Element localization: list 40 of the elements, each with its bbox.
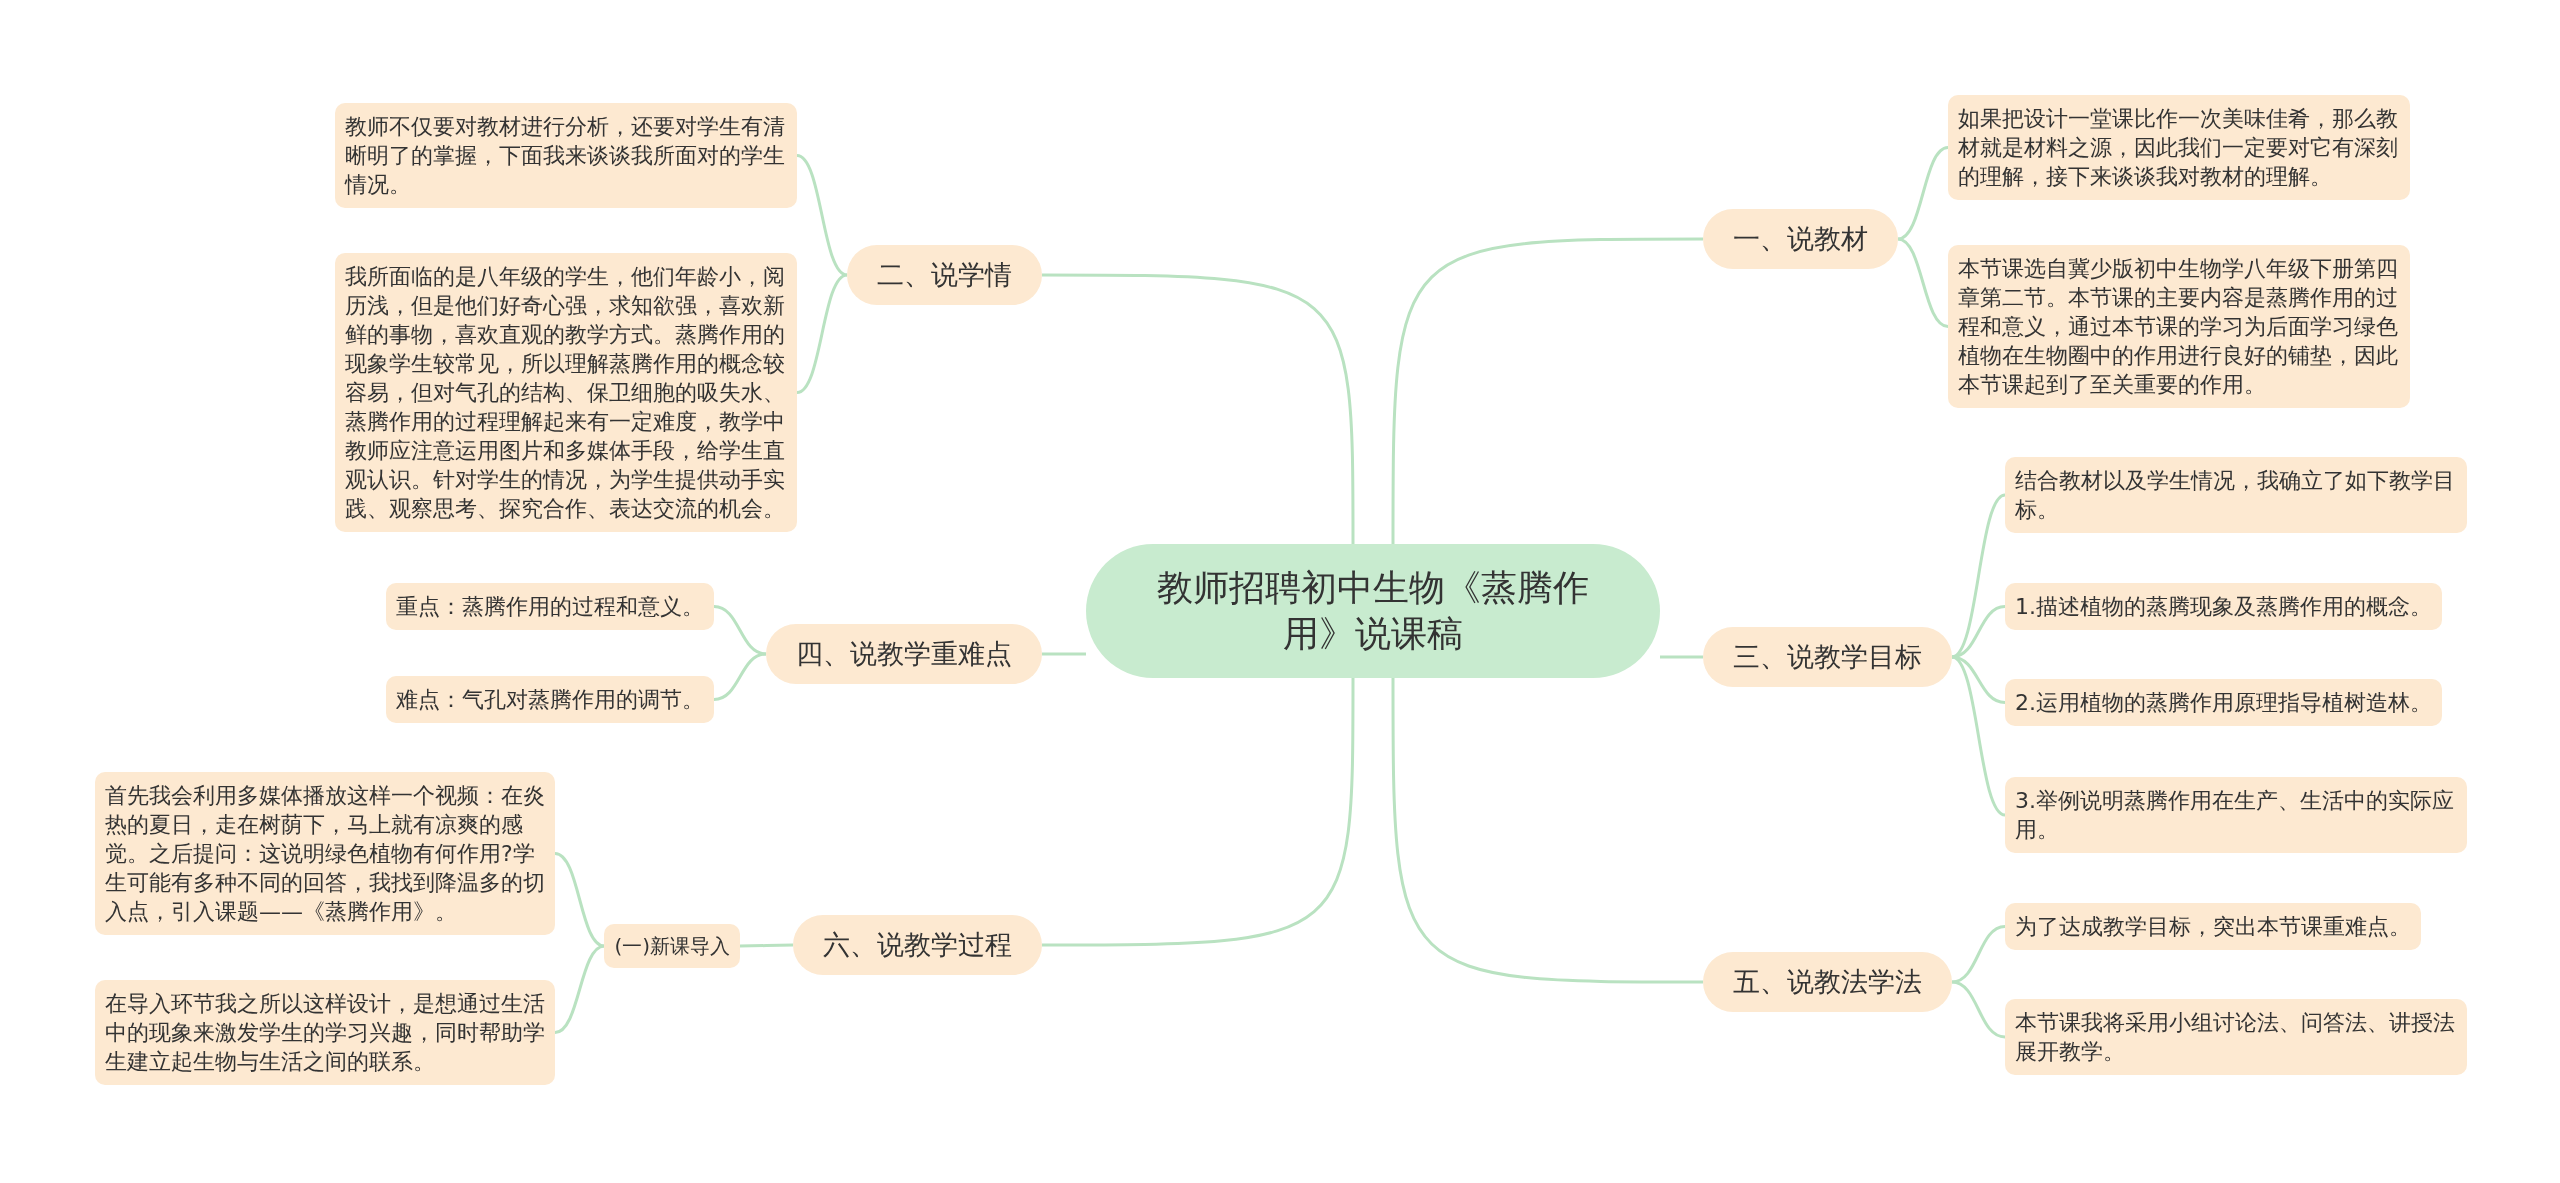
connector — [1391, 237, 1703, 544]
connector — [796, 154, 848, 277]
text-box: 为了达成教学目标，突出本节课重难点。 — [2005, 903, 2421, 950]
text-box: 我所面临的是八年级的学生，他们年龄小，阅历浅，但是他们好奇心强，求知欲强，喜欢新鲜的事物，喜欢直观的教学方式。蒸腾作用的现象学生较常见，所以理解蒸腾作用的概念较容易，但对气孔的结构、保卫细胞的吸失水、蒸腾作用的过程理解起来有一定难度，教学中教师应注意运用图片和多媒体手段，给学生直观认识。针对学生的情况，为学生提供动手实践、观察思考、探究合作、表达交流的机会。 — [335, 253, 797, 532]
subtopic-box: (一)新课导入 — [604, 924, 740, 968]
topic-box: 二、说学情 — [847, 245, 1042, 305]
connector — [1897, 146, 1949, 241]
connector — [1660, 655, 1703, 659]
topic-box: 一、说教材 — [1703, 209, 1898, 269]
connector — [796, 273, 848, 394]
text-box: 教师不仅要对教材进行分析，还要对学生有清晰明了的掌握，下面我来谈谈我所面对的学生情况。 — [335, 103, 797, 208]
text-box: 本节课选自冀少版初中生物学八年级下册第四章第二节。本节课的主要内容是蒸腾作用的过程和意义，通过本节课的学习为后面学习绿色植物在生物圈中的作用进行良好的铺垫，因此本节课起到了至关重要的作用。 — [1948, 245, 2410, 408]
connector — [554, 944, 605, 1034]
connector — [1042, 678, 1355, 947]
connector — [554, 852, 605, 948]
topic-box: 五、说教法学法 — [1703, 952, 1952, 1012]
connector — [1951, 925, 2006, 984]
topic-box: 三、说教学目标 — [1703, 627, 1952, 687]
text-box: 本节课我将采用小组讨论法、问答法、讲授法展开教学。 — [2005, 999, 2467, 1075]
connector — [1391, 678, 1703, 984]
text-box: 在导入环节我之所以这样设计，是想通过生活中的现象来激发学生的学习兴趣，同时帮助学生建立起生物与生活之间的联系。 — [95, 980, 555, 1085]
text-box: 1.描述植物的蒸腾现象及蒸腾作用的概念。 — [2005, 583, 2442, 630]
text-box: 2.运用植物的蒸腾作用原理指导植树造林。 — [2005, 679, 2442, 726]
connector — [1042, 652, 1086, 656]
connector — [740, 943, 793, 948]
text-box: 3.举例说明蒸腾作用在生产、生活中的实际应用。 — [2005, 777, 2467, 853]
text-box: 结合教材以及学生情况，我确立了如下教学目标。 — [2005, 457, 2467, 533]
text-box: 难点：气孔对蒸腾作用的调节。 — [386, 676, 714, 723]
topic-box: 六、说教学过程 — [793, 915, 1042, 975]
text-box: 如果把设计一堂课比作一次美味佳肴，那么教材就是材料之源，因此我们一定要对它有深刻的理解，接下来谈谈我对教材的理解。 — [1948, 95, 2410, 200]
topic-box: 四、说教学重难点 — [766, 624, 1042, 684]
connector — [1951, 980, 2006, 1039]
text-box: 首先我会利用多媒体播放这样一个视频：在炎热的夏日，走在树荫下，马上就有凉爽的感觉。之后提问：这说明绿色植物有何作用?学生可能有多种不同的回答，我找到降温多的切入点，引入课题——《蒸腾作用》。 — [95, 772, 555, 935]
connector — [713, 652, 767, 701]
text-box: 重点：蒸腾作用的过程和意义。 — [386, 583, 714, 630]
central-topic: 教师招聘初中生物《蒸腾作用》说课稿 — [1086, 544, 1660, 678]
connector — [1897, 237, 1949, 328]
connector — [1951, 655, 2006, 817]
connector — [713, 605, 767, 656]
connector — [1042, 273, 1355, 544]
